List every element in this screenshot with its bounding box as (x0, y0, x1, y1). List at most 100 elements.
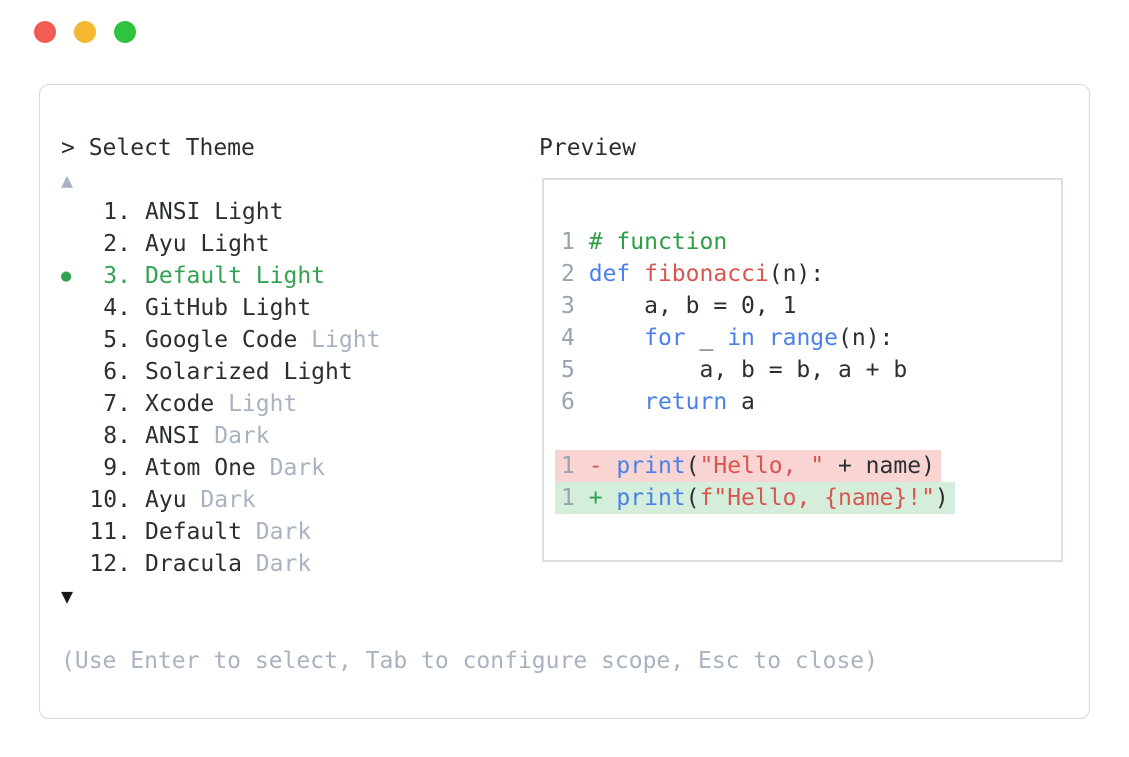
code-blank-line (561, 418, 1061, 450)
theme-item-number: 1. (103, 199, 131, 225)
marker-spacer (61, 324, 89, 356)
theme-item-ansi[interactable]: 8. ANSI Dark (61, 420, 380, 452)
theme-item-label: Dracula (145, 551, 242, 577)
code-line-1: 1 # function (561, 226, 1061, 258)
theme-item-variant: Dark (200, 423, 270, 449)
preview-title: Preview (539, 135, 636, 161)
scroll-down-icon[interactable]: ▼ (61, 584, 74, 608)
code-line-2: 2 def fibonacci(n): (561, 258, 1061, 290)
theme-item-label: Default Light (145, 263, 326, 289)
marker-spacer (61, 452, 89, 484)
theme-item-github-light[interactable]: 4. GitHub Light (61, 292, 380, 324)
spacer (131, 420, 145, 452)
line-number: 6 (561, 389, 575, 415)
spacer (131, 228, 145, 260)
code-token (589, 325, 644, 351)
theme-item-label: ANSI (145, 423, 201, 449)
code-token: ) (934, 485, 949, 511)
code-token: # function (588, 229, 728, 255)
theme-item-default-light[interactable]: ●3.Default Light (61, 260, 380, 292)
spacer (131, 484, 145, 516)
code-token: range (768, 325, 839, 351)
theme-list-column: > Select Theme ▲ 1.ANSI Light 2.Ayu Ligh… (61, 132, 380, 612)
code-token: a, b = b, a + b (588, 357, 908, 383)
spacer (131, 356, 145, 388)
code-token: "Hello, " (699, 453, 825, 479)
close-window-button[interactable] (34, 21, 56, 43)
theme-item-variant: Dark (255, 455, 326, 481)
code-token: ( (685, 485, 700, 511)
code-token: print (616, 485, 686, 511)
code-token: in (727, 325, 755, 351)
theme-selector-panel: > Select Theme ▲ 1.ANSI Light 2.Ayu Ligh… (39, 84, 1090, 719)
line-number: 1 (561, 229, 575, 255)
theme-item-ayu[interactable]: 10.Ayu Dark (61, 484, 380, 516)
line-number: 3 (561, 293, 575, 319)
theme-item-number: 12. (89, 551, 131, 577)
theme-item-number: 11. (89, 519, 131, 545)
marker-spacer (61, 292, 89, 324)
spacer (131, 324, 145, 356)
theme-item-number: 8. (103, 423, 131, 449)
theme-item-number: 5. (103, 327, 131, 353)
theme-item-number: 4. (103, 295, 131, 321)
code-token: f"Hello, {name}!" (699, 485, 935, 511)
theme-item-xcode[interactable]: 7. Xcode Light (61, 388, 380, 420)
code-token: + name) (824, 453, 935, 479)
code-token: fibonacci (644, 261, 769, 287)
marker-spacer (61, 388, 89, 420)
theme-item-dracula[interactable]: 12.Dracula Dark (61, 548, 380, 580)
code-line-5: 5 a, b = b, a + b (561, 354, 1061, 386)
marker-spacer (61, 356, 89, 388)
diff-removed-line: 1 - print("Hello, " + name) (555, 450, 941, 482)
scroll-up-icon[interactable]: ▲ (61, 168, 74, 192)
code-token: for (644, 325, 686, 351)
theme-item-atom-one[interactable]: 9. Atom One Dark (61, 452, 380, 484)
theme-item-label: Solarized Light (145, 359, 353, 385)
theme-item-default[interactable]: 11.Default Dark (61, 516, 380, 548)
code-token (589, 389, 644, 415)
code-token: _ (685, 325, 728, 351)
code-token (755, 325, 769, 351)
theme-list: 1.ANSI Light 2.Ayu Light●3.Default Light… (61, 196, 380, 580)
theme-item-number: 2. (103, 231, 131, 257)
theme-item-label: GitHub Light (145, 295, 312, 321)
minimize-window-button[interactable] (74, 21, 96, 43)
line-number: 4 (561, 325, 575, 351)
line-number: 1 (561, 485, 575, 511)
code-line-4: 4 for _ in range(n): (561, 322, 1061, 354)
keyboard-hint: (Use Enter to select, Tab to configure s… (61, 648, 878, 674)
spacer (131, 516, 145, 548)
theme-item-label: Ayu (145, 487, 187, 513)
theme-item-variant: Dark (186, 487, 256, 513)
theme-item-label: Atom One (145, 455, 256, 481)
code-token: - (574, 453, 617, 479)
spacer (131, 292, 145, 324)
line-number: 1 (561, 453, 575, 479)
theme-item-ayu-light[interactable]: 2.Ayu Light (61, 228, 380, 260)
marker-spacer (61, 228, 89, 260)
line-number: 2 (561, 261, 575, 287)
theme-item-ansi-light[interactable]: 1.ANSI Light (61, 196, 380, 228)
theme-item-label: Xcode (145, 391, 215, 417)
spacer (131, 548, 145, 580)
code-line-3: 3 a, b = 0, 1 (561, 290, 1061, 322)
theme-item-variant: Light (214, 391, 298, 417)
spacer (131, 260, 145, 292)
theme-item-label: Google Code (145, 327, 298, 353)
theme-item-number: 9. (103, 455, 131, 481)
code-token: def (588, 261, 645, 287)
code-token: print (616, 453, 686, 479)
window-controls (34, 21, 136, 43)
theme-item-google-code[interactable]: 5.Google Code Light (61, 324, 380, 356)
marker-spacer (61, 516, 89, 548)
diff-added-line: 1 + print(f"Hello, {name}!") (555, 482, 955, 514)
marker-spacer (61, 484, 89, 516)
marker-spacer (61, 420, 89, 452)
code-token: (n): (768, 261, 825, 287)
theme-item-solarized-light[interactable]: 6.Solarized Light (61, 356, 380, 388)
zoom-window-button[interactable] (114, 21, 136, 43)
theme-item-number: 7. (103, 391, 131, 417)
code-line-6: 6 return a (561, 386, 1061, 418)
